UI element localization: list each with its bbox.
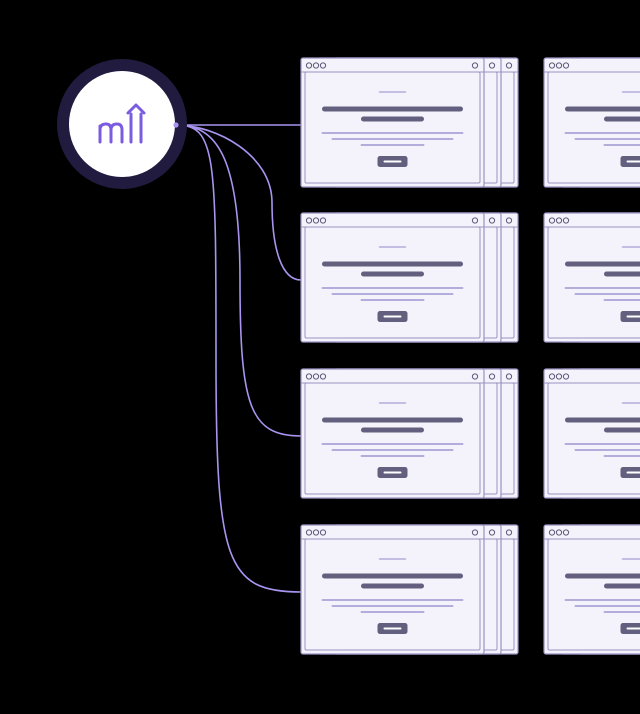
- window-dot-icon: [305, 217, 313, 224]
- window-dot-icon: [548, 62, 556, 69]
- browser-window: [543, 57, 640, 188]
- window-dot-icon: [548, 217, 556, 224]
- window-dot-icon: [555, 373, 563, 380]
- window-dot-icon: [562, 62, 570, 69]
- window-content-panel: [304, 71, 481, 184]
- window-menu-icon: [488, 373, 496, 380]
- browser-window: [300, 524, 485, 655]
- three-dot-window-controls-icon: [305, 217, 327, 224]
- window-content-panel: [547, 71, 640, 184]
- browser-window: [300, 57, 485, 188]
- connector-line: [175, 124, 302, 437]
- window-dot-icon: [305, 529, 313, 536]
- window-menu-icon: [471, 217, 479, 224]
- browser-window-mockup-icon: [543, 368, 640, 499]
- window-dot-icon: [555, 529, 563, 536]
- window-content-panel: [304, 538, 481, 651]
- three-dot-window-controls-icon: [305, 373, 327, 380]
- browser-window-mockup-icon: [300, 368, 519, 499]
- browser-window: [543, 212, 640, 343]
- browser-window-mockup-icon: [543, 212, 640, 343]
- three-dot-window-controls-icon: [548, 529, 570, 536]
- window-menu-icon: [488, 529, 496, 536]
- window-dot-icon: [548, 373, 556, 380]
- window-dot-icon: [305, 373, 313, 380]
- window-dot-icon: [312, 529, 320, 536]
- window-content-panel: [304, 226, 481, 339]
- three-dot-window-controls-icon: [305, 529, 327, 536]
- connector-line: [175, 124, 302, 281]
- window-dot-icon: [319, 217, 327, 224]
- window-menu-icon: [471, 373, 479, 380]
- window-grid: [300, 57, 640, 655]
- window-dot-icon: [319, 373, 327, 380]
- connector-origin-dot: [173, 122, 179, 128]
- window-dot-icon: [312, 217, 320, 224]
- window-menu-icon: [471, 529, 479, 536]
- connector-group: [175, 124, 302, 593]
- browser-window-mockup-icon: [543, 57, 640, 188]
- window-menu-icon: [505, 529, 513, 536]
- browser-window-mockup-icon: [300, 524, 519, 655]
- window-menu-icon: [505, 217, 513, 224]
- window-dot-icon: [562, 529, 570, 536]
- window-dot-icon: [548, 529, 556, 536]
- logo-circle: [69, 71, 175, 177]
- three-dot-window-controls-icon: [548, 373, 570, 380]
- logo-arrow-icon: [126, 103, 146, 115]
- window-menu-icon: [488, 217, 496, 224]
- window-dot-icon: [555, 217, 563, 224]
- browser-window: [300, 212, 485, 343]
- window-dot-icon: [562, 217, 570, 224]
- browser-window-mockup-icon: [300, 57, 519, 188]
- ml-growth-logo-icon: [98, 103, 146, 144]
- window-dot-icon: [312, 373, 320, 380]
- logo-letter-m: [98, 122, 124, 144]
- window-content-panel: [304, 382, 481, 495]
- three-dot-window-controls-icon: [548, 62, 570, 69]
- window-content-panel: [547, 538, 640, 651]
- window-dot-icon: [562, 373, 570, 380]
- window-content-panel: [547, 382, 640, 495]
- browser-window-mockup-icon: [543, 524, 640, 655]
- browser-window-mockup-icon: [300, 212, 519, 343]
- browser-window: [543, 524, 640, 655]
- window-dot-icon: [319, 529, 327, 536]
- window-dot-icon: [555, 62, 563, 69]
- logo-node: [57, 59, 187, 189]
- window-dot-icon: [319, 62, 327, 69]
- window-menu-icon: [505, 62, 513, 69]
- browser-window: [300, 368, 485, 499]
- connector-line: [175, 124, 302, 593]
- window-content-panel: [547, 226, 640, 339]
- browser-window: [543, 368, 640, 499]
- three-dot-window-controls-icon: [548, 217, 570, 224]
- window-menu-icon: [471, 62, 479, 69]
- three-dot-window-controls-icon: [305, 62, 327, 69]
- window-dot-icon: [312, 62, 320, 69]
- window-menu-icon: [505, 373, 513, 380]
- window-dot-icon: [305, 62, 313, 69]
- window-menu-icon: [488, 62, 496, 69]
